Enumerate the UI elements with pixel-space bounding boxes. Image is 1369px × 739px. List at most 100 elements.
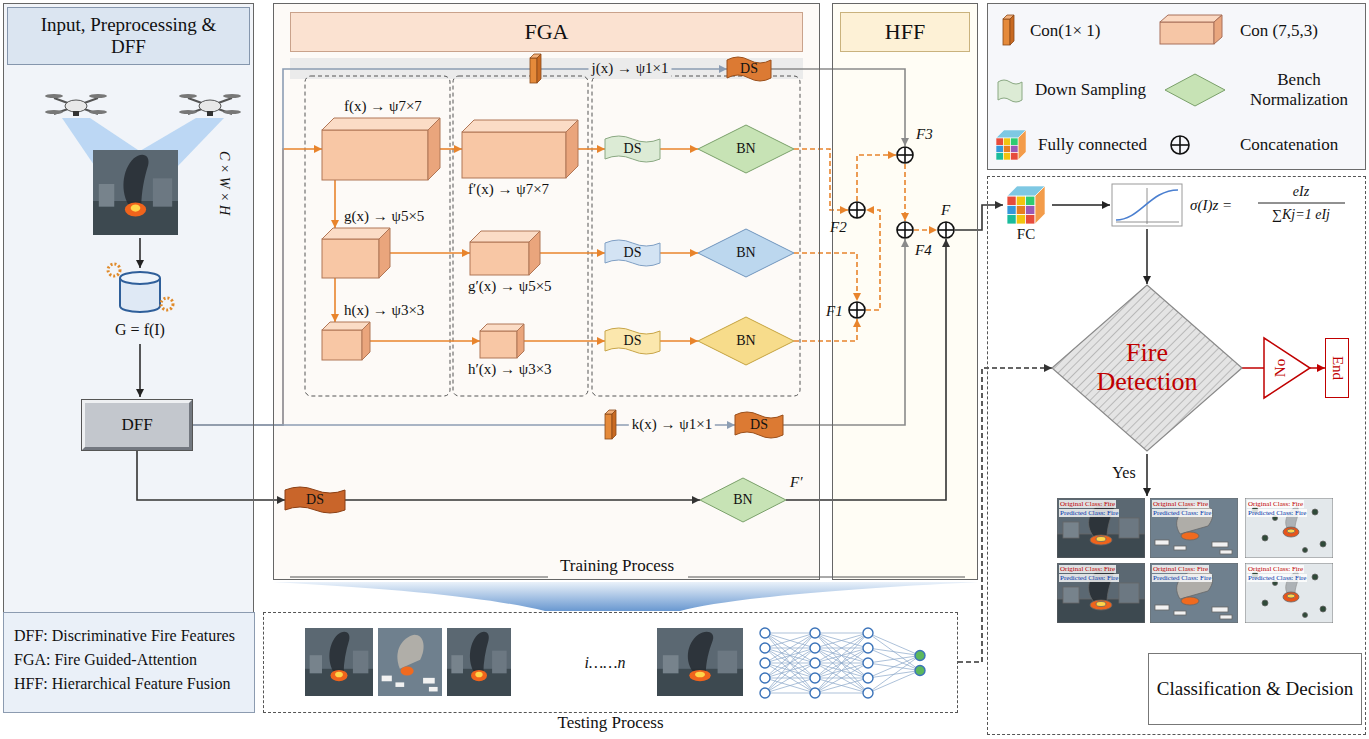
panel-fills-part <box>273 3 820 580</box>
concat-symbol <box>904 222 906 238</box>
conv-top <box>470 231 540 242</box>
downsampling-block: DS <box>735 411 783 439</box>
network-unit <box>863 688 873 698</box>
legend-label: Con(1× 1) <box>1030 21 1101 41</box>
drone-illustration-part-part <box>45 94 63 98</box>
connector <box>660 340 698 342</box>
testing-images-part <box>657 628 743 696</box>
conv-label: f′(x) → ψ7×7 <box>468 181 549 198</box>
image-caption: Predicted Class: Fire <box>1247 509 1307 517</box>
connector <box>958 368 1052 662</box>
downsampling-block: DS <box>605 135 660 163</box>
connector <box>794 149 848 210</box>
diamond-shape <box>698 317 794 365</box>
network-unit <box>810 628 820 638</box>
block-label: DS <box>605 239 660 267</box>
attention-groups-part <box>305 76 450 396</box>
panel-fills-part <box>3 3 254 663</box>
diamond-shape <box>698 229 794 277</box>
fraction-bar <box>1258 203 1345 204</box>
batchnorm-diamond: BN <box>698 317 794 365</box>
concat-symbol <box>856 302 858 318</box>
attention-groups-part <box>453 76 588 396</box>
legend-label: Fully connected <box>1038 135 1147 155</box>
annotation-label: eIz <box>1293 184 1309 200</box>
network-unit <box>915 666 925 676</box>
shape-outline <box>896 221 914 239</box>
image-caption: Predicted Class: Fire <box>1152 574 1212 582</box>
network-link <box>815 633 868 648</box>
feature-label: F <box>941 202 950 219</box>
panel-fills <box>3 3 1366 663</box>
network-link <box>815 663 868 693</box>
network-link <box>815 633 868 634</box>
drone-illustration-part-part <box>199 100 221 112</box>
panel-heading: Classification & Decision <box>1148 653 1362 725</box>
connector <box>660 148 698 150</box>
training-rule-part <box>290 577 548 578</box>
drone-illustration-part-part <box>179 94 197 98</box>
feature-label: F′ <box>790 474 802 491</box>
conv-block: f′(x) → ψ7×7 <box>462 120 578 178</box>
end-box: End <box>1325 338 1349 398</box>
database-icon <box>108 238 173 397</box>
database-icon-part <box>139 344 141 397</box>
network-link <box>765 663 815 693</box>
network-link <box>868 671 920 694</box>
network-unit <box>810 688 820 698</box>
connector <box>955 205 1003 230</box>
diamond-shape <box>698 125 794 173</box>
conv-label: f(x) → ψ7×7 <box>344 98 422 115</box>
box-label: DFF <box>121 415 152 435</box>
network-link <box>815 693 868 694</box>
network-unit <box>760 688 770 698</box>
legend-label: Concatenation <box>1240 135 1338 155</box>
annotation-label: Yes <box>1112 464 1135 482</box>
downsampling-shape <box>735 412 783 438</box>
conv-front <box>480 331 517 358</box>
legend-icons-part <box>1171 136 1189 154</box>
connector <box>334 278 336 322</box>
feature-box: DFF <box>82 400 192 450</box>
network-link <box>765 633 815 678</box>
network-link <box>765 663 815 693</box>
connector <box>794 253 857 301</box>
network-link <box>815 633 868 678</box>
concat-node: F2 <box>848 201 866 219</box>
connector <box>192 149 322 425</box>
network-unit <box>760 643 770 653</box>
stage-panel: FGADSf(x) → ψ7×7f′(x) → ψ7×7DSBNg(x) → ψ… <box>273 3 820 580</box>
annotation-label: i……n <box>585 654 626 672</box>
annotation-label: C × W × H <box>216 151 232 215</box>
network-link <box>815 678 868 693</box>
network-link <box>765 633 815 648</box>
connector <box>540 252 605 254</box>
legend-icons-part <box>1165 74 1225 106</box>
connector <box>786 239 946 500</box>
image-caption: Original Class: Fire <box>1059 565 1116 573</box>
block-label: DS <box>735 411 783 439</box>
network-unit <box>760 658 770 668</box>
shape-outline <box>1003 186 1049 224</box>
fully-connected-node: FC <box>1003 186 1049 246</box>
connector <box>794 319 857 341</box>
training-rule <box>290 577 965 578</box>
drone-illustration <box>45 94 241 235</box>
panel-fills-part <box>988 4 1366 170</box>
testing-images <box>305 628 743 696</box>
shape-outline <box>322 228 390 278</box>
decision-diamond: Fire Detection <box>1052 285 1242 451</box>
image-caption: Predicted Class: Fire <box>1059 574 1119 582</box>
legend-label: Down Sampling <box>1035 80 1146 100</box>
connector <box>524 340 605 342</box>
network-link <box>765 678 815 693</box>
diamond-shape <box>700 478 786 522</box>
diamond-shape <box>1052 285 1242 451</box>
block-label: DS <box>605 327 660 355</box>
network-link <box>868 656 920 694</box>
annotation-label: ∑Kj=1 eIj <box>1272 207 1330 223</box>
network-unit <box>810 643 820 653</box>
sigmoid-plot <box>1112 184 1182 226</box>
conv-side <box>529 231 540 275</box>
conv-front <box>470 242 529 275</box>
